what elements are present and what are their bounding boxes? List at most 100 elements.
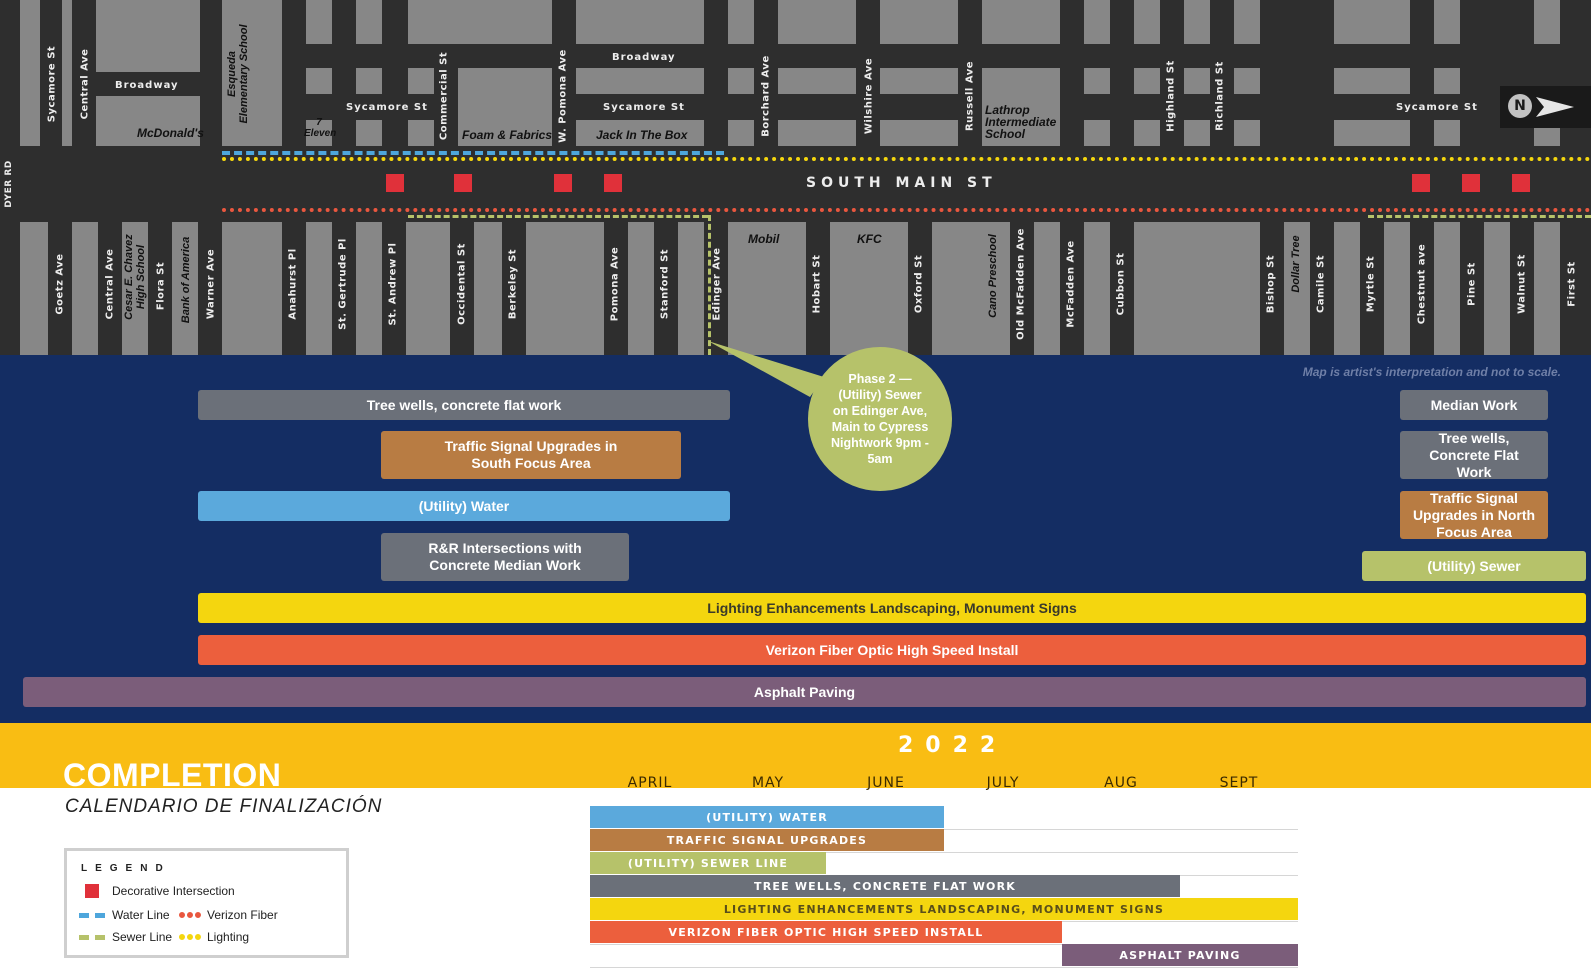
map-block	[526, 222, 604, 355]
map-block	[356, 0, 382, 44]
broadway-label: Broadway	[612, 52, 676, 63]
business-label: Cano Preschool	[987, 234, 999, 318]
construction-phases: Phase 2 — (Utility) Sewer on Edinger Ave…	[0, 341, 1591, 723]
map-block	[1334, 68, 1410, 94]
map-block	[576, 120, 704, 146]
map-block	[306, 68, 332, 94]
map-block	[306, 120, 332, 146]
map-block	[778, 68, 856, 94]
north-bar-sewer: (Utility) Sewer	[1362, 551, 1586, 581]
map-block	[728, 120, 754, 146]
map-block	[1334, 222, 1360, 355]
street-map: SOUTH MAIN ST DYER RD Sycamore St Centra…	[0, 0, 1591, 355]
street-label: Pomona Ave	[609, 246, 621, 322]
map-block	[1334, 0, 1410, 44]
schedule-bar: LIGHTING ENHANCEMENTS LANDSCAPING, MONUM…	[590, 898, 1298, 920]
north-arrow: N	[1500, 86, 1591, 128]
map-block	[1234, 0, 1260, 44]
map-block	[1434, 120, 1460, 146]
map-block	[728, 68, 754, 94]
month-label: JULY	[986, 775, 1020, 791]
map-block	[1084, 120, 1110, 146]
water-line	[222, 151, 724, 155]
business-label: Mobil	[748, 232, 780, 246]
map-block	[880, 0, 958, 44]
map-block	[1134, 0, 1160, 44]
map-block	[72, 222, 98, 355]
map-block	[576, 68, 704, 94]
north-bar-traffic-signal: Traffic Signal Upgrades in North Focus A…	[1400, 490, 1548, 540]
map-block	[96, 0, 200, 72]
map-block	[880, 120, 958, 146]
street-label: Stanford St	[659, 248, 671, 320]
street-label: Pine St	[1466, 262, 1478, 306]
legend-decorative: Decorative Intersection	[112, 884, 235, 898]
schedule-row: (UTILITY) SEWER LINE	[590, 852, 1298, 876]
street-label: Cubbon St	[1115, 252, 1127, 316]
schedule-row: TRAFFIC SIGNAL UPGRADES	[590, 829, 1298, 853]
south-bar-rr-intersections: R&R Intersections with Concrete Median W…	[381, 533, 629, 581]
decorative-intersection	[554, 174, 572, 192]
map-block	[1234, 120, 1260, 146]
schedule-bar: ASPHALT PAVING	[1062, 944, 1298, 966]
map-block	[880, 68, 958, 94]
arrow-right-icon	[1536, 97, 1574, 117]
school-label: Esqueda Elementary School	[226, 24, 250, 124]
sycamore-label: Sycamore St	[346, 102, 428, 113]
legend-water: Water Line	[112, 908, 170, 922]
legend-sewer: Sewer Line	[112, 930, 173, 944]
map-block	[1534, 0, 1560, 44]
phase-2-bubble: Phase 2 — (Utility) Sewer on Edinger Ave…	[808, 347, 952, 491]
map-block	[222, 222, 282, 355]
sewer-line	[708, 215, 711, 355]
broadway-label: Broadway	[115, 80, 179, 91]
map-block	[356, 68, 382, 94]
map-block	[306, 0, 332, 44]
schedule-year: 2022	[898, 733, 1008, 758]
map-block	[222, 0, 282, 146]
main-street-label: SOUTH MAIN ST	[806, 175, 997, 191]
schedule-row: LIGHTING ENHANCEMENTS LANDSCAPING, MONUM…	[590, 898, 1298, 922]
school-label: Cesar E. Chavez High School	[123, 234, 147, 320]
schedule-bar: TRAFFIC SIGNAL UPGRADES	[590, 829, 944, 851]
street-label: Berkeley St	[507, 248, 519, 320]
map-block	[1184, 0, 1210, 44]
map-block	[1034, 222, 1060, 355]
map-block	[1134, 222, 1260, 355]
map-block	[1084, 0, 1110, 44]
legend-fiber: Verizon Fiber	[207, 908, 278, 922]
legend: LEGEND Decorative Intersection Water Lin…	[64, 848, 349, 958]
schedule-row: ASPHALT PAVING	[590, 944, 1298, 968]
street-label: Camile St	[1315, 254, 1327, 314]
street-label: Old McFadden Ave	[1015, 228, 1027, 340]
street-label: Chestnut ave	[1416, 243, 1428, 325]
map-block	[1234, 68, 1260, 94]
street-label: Oxford St	[913, 254, 925, 314]
map-block	[1434, 68, 1460, 94]
south-bar-tree-wells: Tree wells, concrete flat work	[198, 390, 730, 420]
map-block	[306, 222, 332, 355]
bar-asphalt-paving: Asphalt Paving	[23, 677, 1586, 707]
map-block	[62, 0, 72, 146]
south-bar-water: (Utility) Water	[198, 491, 730, 521]
schedule-title: COMPLETION SCHEDULE	[63, 757, 282, 788]
schedule-row: VERIZON FIBER OPTIC HIGH SPEED INSTALL	[590, 921, 1298, 945]
schedule-header-band	[0, 723, 1591, 788]
intersection-swatch	[85, 884, 99, 898]
decorative-intersection	[1462, 174, 1480, 192]
lighting-swatch	[179, 934, 201, 940]
decorative-intersection	[604, 174, 622, 192]
north-badge: N	[1508, 94, 1532, 118]
street-label: St. Andrew Pl	[387, 242, 399, 326]
map-block	[1334, 120, 1410, 146]
legend-title: LEGEND	[81, 863, 171, 874]
dyer-road-label: DYER RD	[4, 160, 14, 208]
street-label: Sycamore St	[46, 45, 58, 123]
bar-verizon-fiber: Verizon Fiber Optic High Speed Install	[198, 635, 1586, 665]
north-bar-tree-wells: Tree wells, Concrete Flat Work	[1400, 430, 1548, 480]
decorative-intersection	[454, 174, 472, 192]
map-block	[932, 222, 1010, 355]
map-block	[678, 222, 704, 355]
business-label: 7 Eleven	[304, 117, 337, 139]
street-label: Russell Ave	[964, 60, 976, 132]
